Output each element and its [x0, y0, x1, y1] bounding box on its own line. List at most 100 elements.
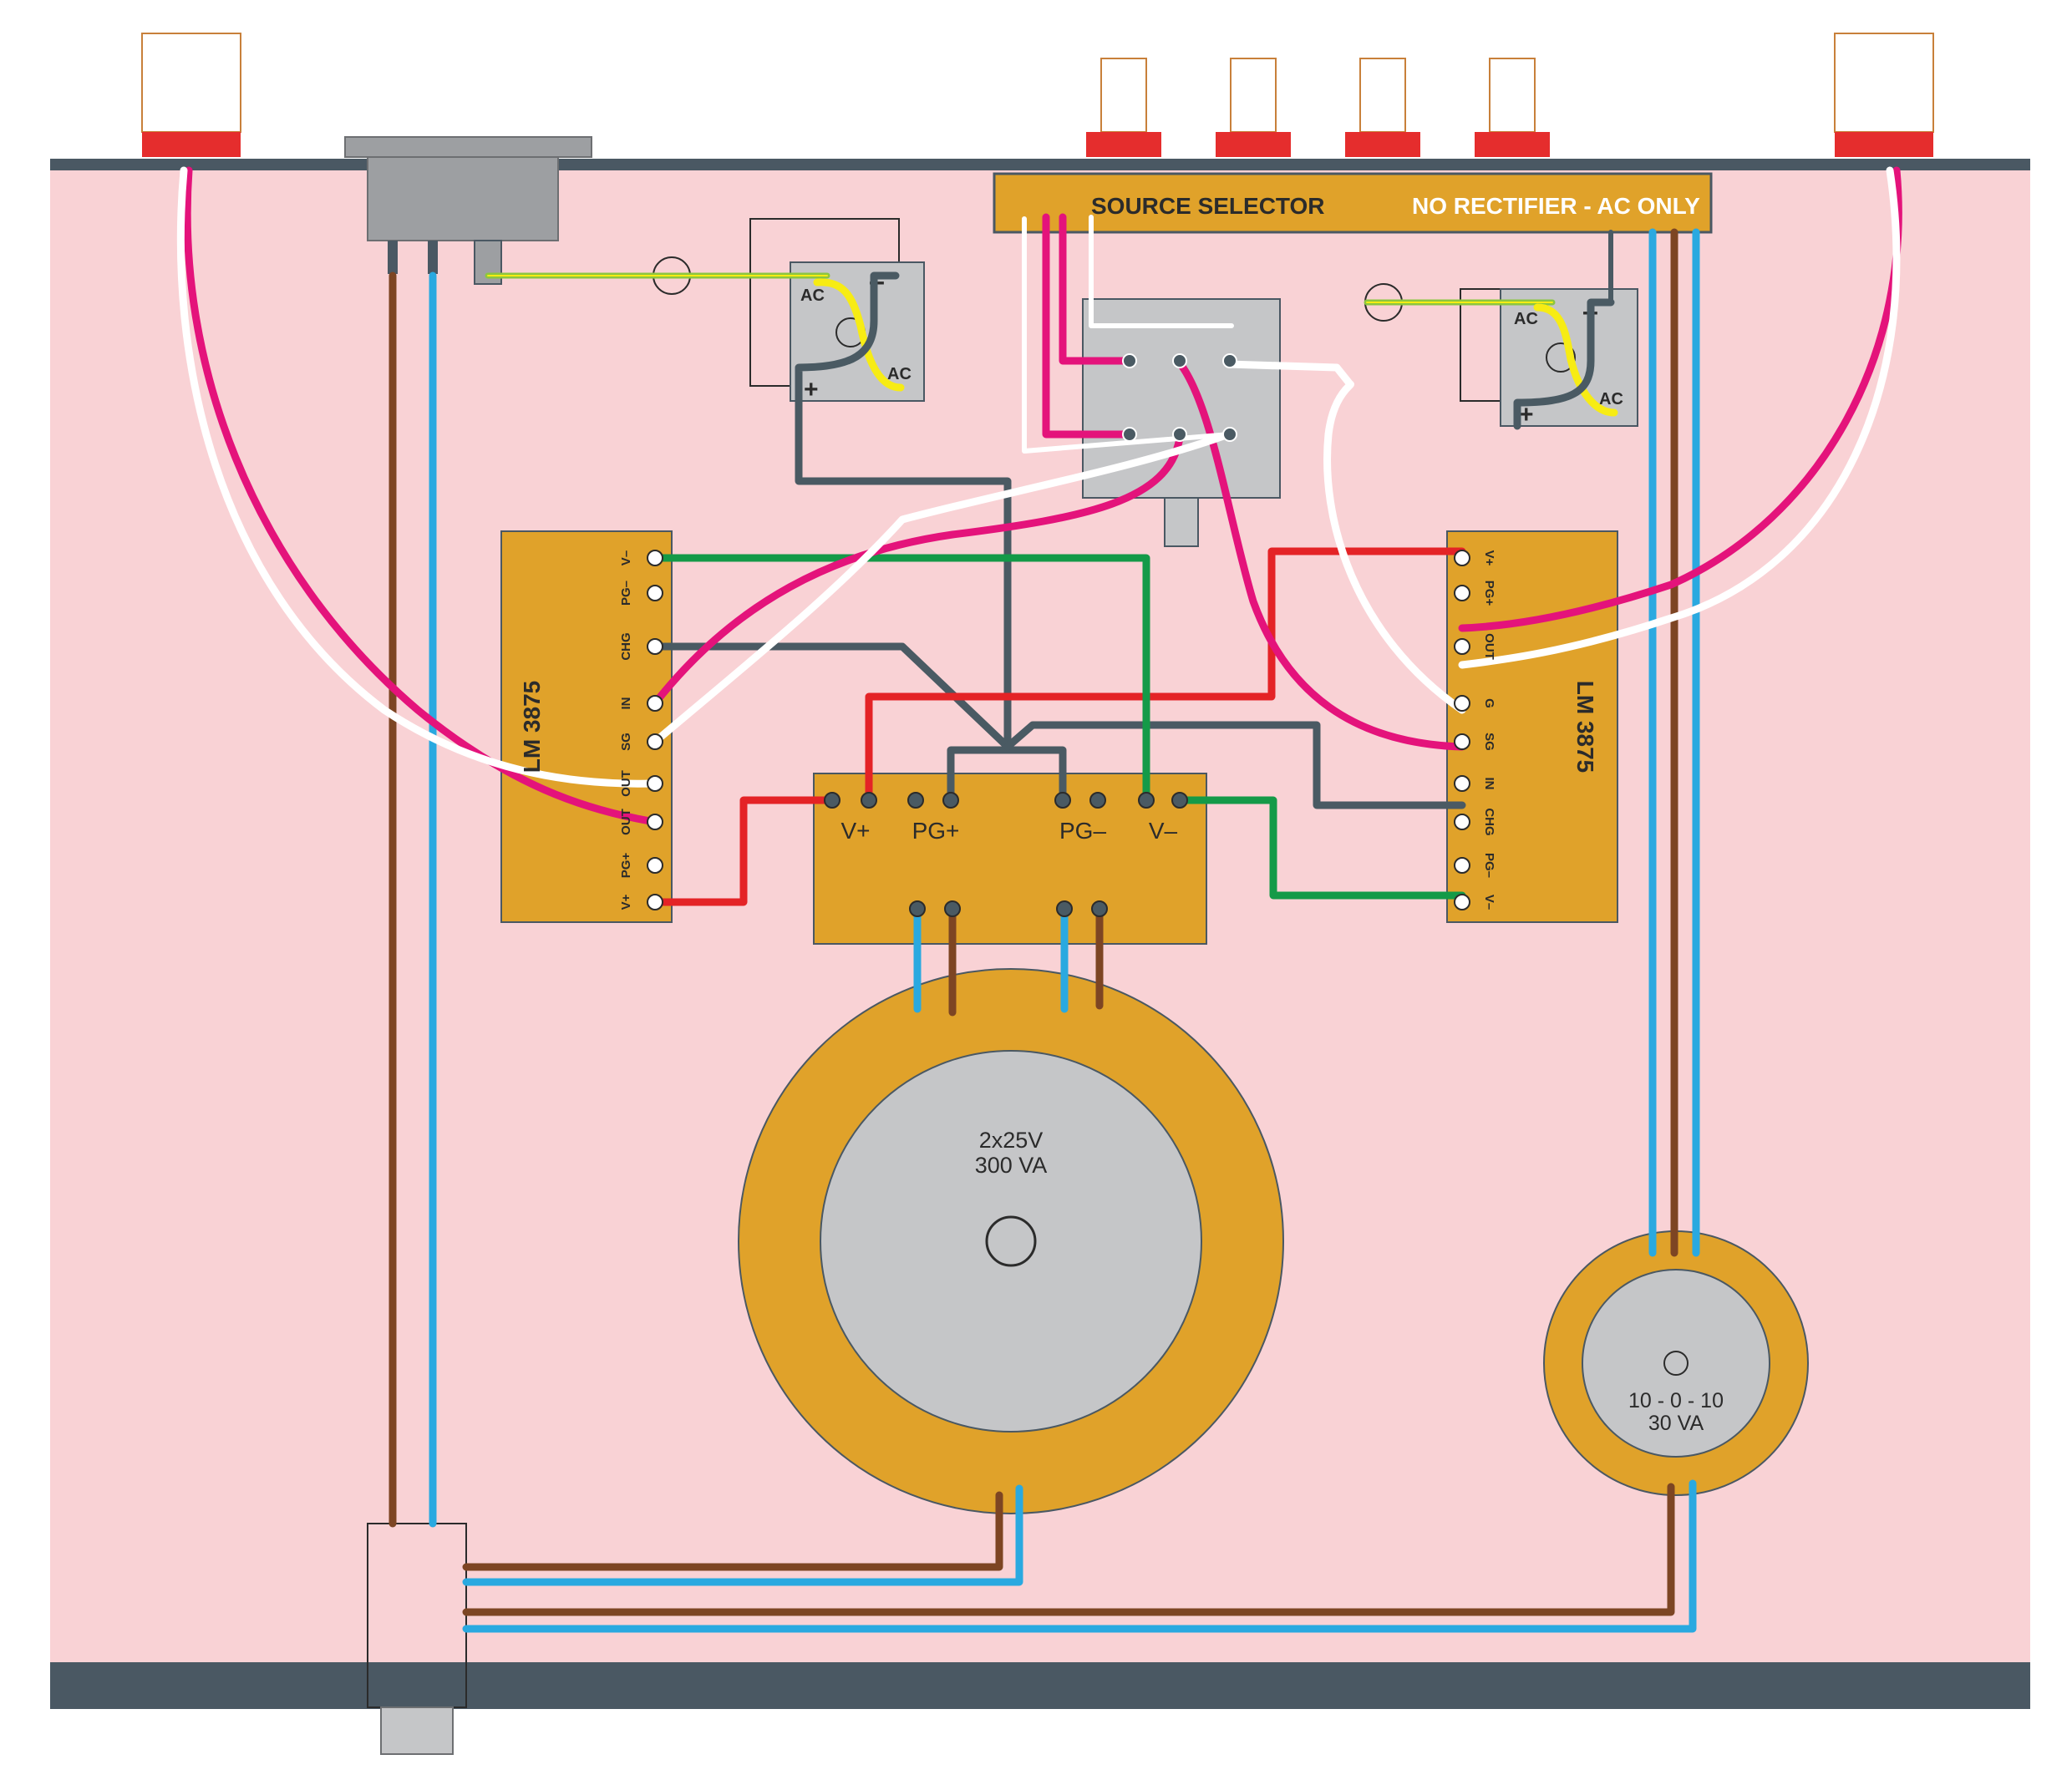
amp-right-title: LM 3875 — [1572, 681, 1598, 773]
amp-board-left — [500, 530, 673, 923]
speaker-terminal-left — [141, 33, 241, 157]
amp-board-right — [1446, 530, 1618, 923]
wire-selector-magenta-2 — [1042, 213, 1134, 439]
wire-bridge-right-ac — [1533, 303, 1618, 417]
no-rectifier-note: NO RECTIFIER - AC ONLY — [1412, 193, 1700, 219]
psu-bottom-pin-2 — [1056, 900, 1073, 917]
amp-right-pin-0 — [1454, 550, 1470, 566]
amp-right-pin-5 — [1454, 775, 1470, 792]
source-selector-title: SOURCE SELECTOR — [1091, 193, 1325, 219]
wire-vplus-left — [651, 796, 836, 906]
amp-left-pin-8 — [647, 894, 663, 910]
wire-chg-left — [651, 642, 1012, 751]
bridge-left-ac-bottom: AC — [887, 365, 912, 383]
psu-label-3: V– — [1149, 818, 1178, 844]
psu-label-0: V+ — [840, 818, 870, 844]
aux-toroidal-transformer: 10 - 0 - 10 30 VA — [1543, 1230, 1809, 1496]
wire-vminus-right — [1176, 796, 1466, 900]
amp-right-pin-label-5: IN — [1482, 778, 1496, 790]
psu-label-1: PG+ — [912, 818, 960, 844]
psu-top-pin-5 — [1089, 792, 1106, 809]
wire-speaker-left-white — [176, 166, 659, 788]
wires — [176, 166, 1902, 1633]
wire-bridge-to-psu — [795, 393, 1012, 751]
wire-speaker-right-magenta — [1458, 166, 1902, 632]
amp-left-title: LM 3875 — [519, 681, 545, 773]
rca-input-4 — [1475, 58, 1550, 157]
main-transformer-rating: 300 VA — [975, 1153, 1048, 1178]
wire-input-left-magenta — [651, 434, 1184, 707]
amp-left-pin-7 — [647, 857, 663, 874]
front-panel-edge — [50, 1662, 2030, 1709]
main-transformer-voltage: 2x25V — [979, 1128, 1044, 1153]
psu-top-pin-0 — [824, 792, 840, 809]
wire-selector-white-2 — [1089, 215, 1234, 328]
amp-right-pin-label-7: PG– — [1482, 853, 1496, 878]
psu-top-pin-6 — [1138, 792, 1155, 809]
speaker-terminal-right — [1834, 33, 1934, 157]
amp-left-pin-6 — [647, 814, 663, 830]
amp-left-pin-label-6: OUT — [619, 809, 633, 835]
wire-selector-magenta-1 — [1059, 213, 1134, 365]
wire-bridge-left-dc — [795, 271, 900, 402]
amp-left-pin-5 — [647, 775, 663, 792]
wire-main-transformer-brown — [462, 1491, 1003, 1571]
wire-aux-transformer-blue — [462, 1479, 1697, 1633]
bridge-right-plus: + — [1519, 401, 1534, 429]
wire-signal-ground-right-white — [1224, 360, 1466, 714]
bridge-right-ac-bottom: AC — [1599, 390, 1623, 408]
psu-top-pin-4 — [1054, 792, 1071, 809]
rca-input-3 — [1345, 58, 1420, 157]
aux-transformer-voltage: 10 - 0 - 10 — [1628, 1389, 1724, 1412]
amp-right-pin-2 — [1454, 638, 1470, 655]
wire-vplus-right — [865, 547, 1466, 804]
wire-selector-white-1 — [1022, 216, 1232, 454]
amp-left-pin-label-2: CHG — [619, 632, 633, 660]
amp-left-pin-label-3: IN — [619, 697, 633, 710]
amp-right-pin-3 — [1454, 695, 1470, 712]
psu-bottom-pin-1 — [944, 900, 961, 917]
amp-right-pin-7 — [1454, 857, 1470, 874]
psu-top-pin-3 — [942, 792, 959, 809]
rca-input-1 — [1086, 58, 1161, 157]
amp-left-pin-2 — [647, 638, 663, 655]
amp-right-pin-8 — [1454, 894, 1470, 910]
bridge-rectifier-left: AC AC – + — [749, 218, 925, 403]
amp-left-pin-label-7: PG+ — [619, 853, 633, 879]
psu-pins: V+ PG+ PG– V– — [824, 792, 1188, 917]
amp-right-pin-label-6: CHG — [1482, 808, 1496, 835]
iec-mains-inlet — [344, 136, 592, 285]
amp-left-pin-4 — [647, 733, 663, 750]
wire-input-right-magenta — [1174, 357, 1466, 751]
amp-right-pin-1 — [1454, 585, 1470, 601]
wire-vminus-left — [651, 554, 1150, 804]
rca-input-2 — [1216, 58, 1291, 157]
amp-left-pin-0 — [647, 550, 663, 566]
amp-left-pin-label-4: SG — [619, 733, 633, 751]
wire-bridge-left-ac — [813, 278, 905, 392]
amp-left-pin-label-0: V– — [619, 550, 633, 565]
wire-speaker-left-magenta — [183, 166, 659, 826]
amp-left-pin-1 — [647, 585, 663, 601]
wire-bridge-right-dc — [1513, 298, 1615, 430]
wire-chg-right — [1003, 721, 1466, 809]
amp-left-pin-label-8: V+ — [619, 894, 633, 910]
wire-signal-ground-left-white — [651, 430, 1232, 746]
amp-right-pin-label-8: V– — [1482, 895, 1496, 910]
bridge-left-ac-top: AC — [800, 287, 825, 305]
selector-contacts — [1122, 353, 1237, 442]
amp-left-pin-label-5: OUT — [619, 770, 633, 797]
wire-aux-transformer-brown — [462, 1483, 1675, 1616]
bridge-left-plus: + — [804, 376, 819, 403]
amp-right-pin-4 — [1454, 733, 1470, 750]
amp-right-pin-label-1: PG+ — [1482, 581, 1496, 606]
source-selector-bar: SOURCE SELECTOR NO RECTIFIER - AC ONLY — [993, 172, 1713, 234]
psu-label-2: PG– — [1059, 818, 1106, 844]
main-toroidal-transformer: 2x25V 300 VA — [738, 968, 1284, 1514]
wire-speaker-right-white — [1458, 166, 1901, 669]
wire-main-transformer-blue — [462, 1484, 1023, 1586]
aux-transformer-rating: 30 VA — [1648, 1412, 1704, 1435]
